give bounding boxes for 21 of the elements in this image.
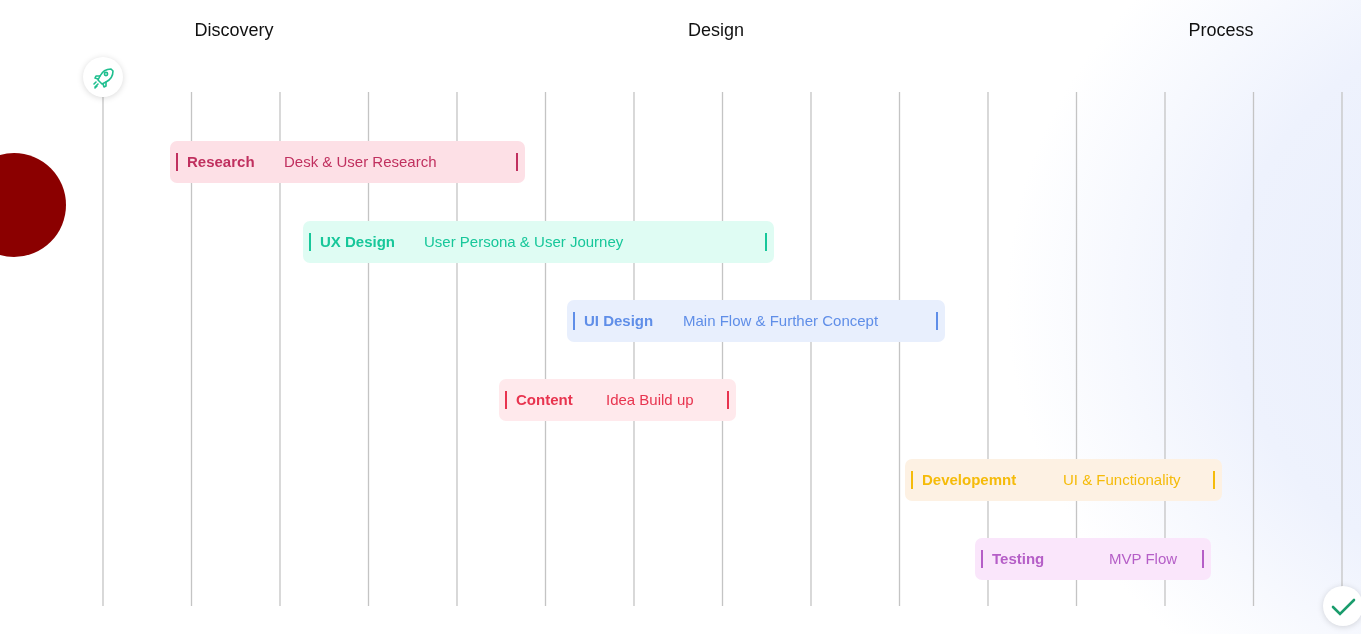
task-bar [499, 379, 736, 421]
task-description: User Persona & User Journey [424, 233, 624, 251]
task-name: Content [505, 391, 573, 409]
phase-heading: Process [1188, 20, 1254, 41]
task-bar [905, 459, 1222, 501]
task-name: Research [176, 153, 255, 171]
task-description: Idea Build up [606, 391, 694, 409]
task-bar [303, 221, 774, 263]
phase-heading: Design [688, 20, 744, 41]
task-name: Testing [981, 550, 1045, 568]
task-bar [975, 538, 1211, 580]
task-description: MVP Flow [1109, 550, 1178, 568]
task-name: Developemnt [911, 471, 1017, 489]
task-bar [567, 300, 945, 342]
phase-heading: Discovery [194, 20, 274, 41]
task-description: UI & Functionality [1063, 471, 1181, 489]
task-bar [170, 141, 525, 183]
task-description: Desk & User Research [284, 153, 437, 171]
task-name: UX Design [309, 233, 395, 251]
task-description: Main Flow & Further Concept [683, 312, 879, 330]
task-name: UI Design [573, 312, 654, 330]
